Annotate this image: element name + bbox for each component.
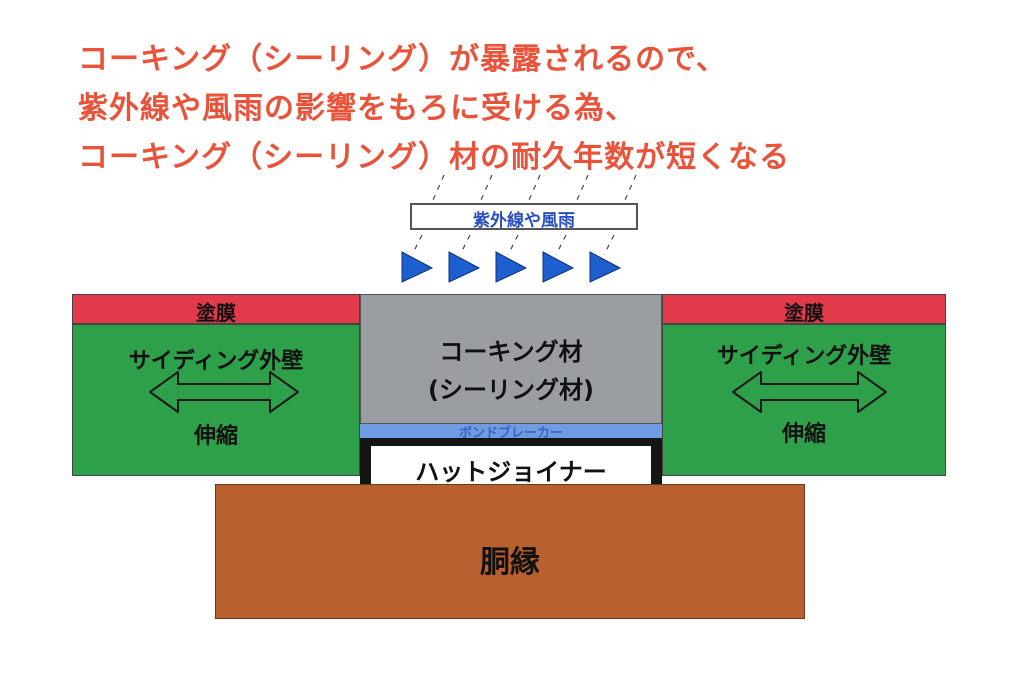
weather-label: 紫外線や風雨 [473, 211, 575, 231]
left-siding-label: サイディング外壁 [128, 349, 304, 374]
hat-joiner-inner [371, 446, 651, 486]
weather-label-box [410, 203, 638, 230]
uv-arrow-icon [401, 251, 434, 283]
furring-label: 胴縁 [480, 545, 540, 580]
bond-breaker-label: ボンドブレーカー [458, 426, 563, 441]
rain-streaks-top [432, 174, 637, 201]
hat-joiner-label: ハットジョイナー [415, 458, 607, 486]
right-expansion-arrow-icon [732, 371, 887, 413]
uv-arrow-icon [542, 251, 575, 283]
title-line-2: 紫外線や風雨の影響をもろに受ける為、 [78, 91, 636, 126]
uv-arrow-icon [589, 251, 622, 283]
right-movement-label: 伸縮 [781, 422, 826, 447]
sealant-block [360, 294, 662, 424]
uv-rain-arrow-icons [401, 251, 622, 283]
right-coating-label: 塗膜 [784, 301, 824, 325]
sealant-label-line2: (シーリング材) [428, 376, 594, 404]
left-movement-label: 伸縮 [193, 424, 238, 449]
left-expansion-arrow-icon [149, 371, 299, 413]
sealant-label-line1: コーキング材 [439, 338, 583, 366]
right-coating [662, 294, 946, 324]
bond-breaker-strip [360, 424, 662, 438]
left-coating [72, 294, 360, 324]
uv-arrow-icon [495, 251, 528, 283]
right-siding-label: サイディング外壁 [716, 344, 892, 369]
title-line-3: コーキング（シーリング）材の耐久年数が短くなる [78, 140, 791, 175]
furring-strip [215, 484, 805, 619]
uv-arrow-icon [448, 251, 481, 283]
left-coating-label: 塗膜 [196, 301, 236, 325]
title-line-1: コーキング（シーリング）が暴露されるので、 [78, 42, 727, 77]
rain-streaks-bottom [411, 234, 615, 256]
